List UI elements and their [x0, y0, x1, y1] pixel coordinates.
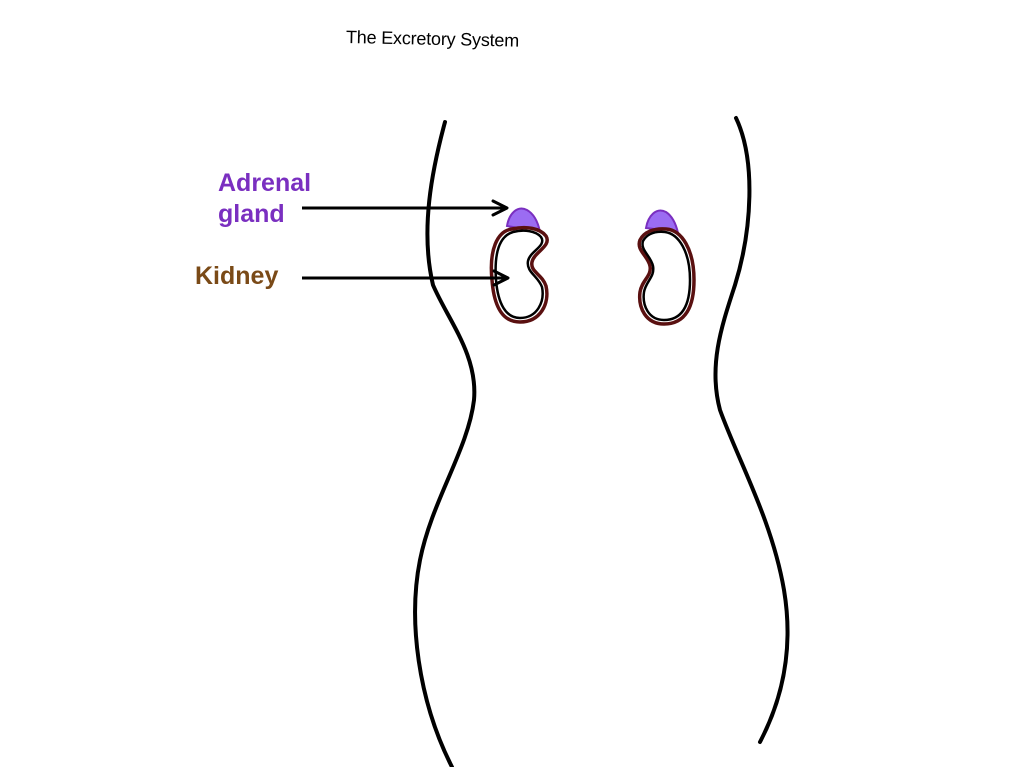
adrenal-label-line1: Adrenal	[218, 169, 312, 197]
adrenal-label-line2: gland	[218, 200, 285, 228]
arrow-to-kidney	[302, 269, 510, 287]
torso-right-outline	[713, 116, 790, 744]
kidney-label: Kidney	[195, 262, 279, 290]
torso-left-outline	[413, 120, 477, 767]
adrenal-gland-label: Adrenal gland	[218, 168, 311, 230]
kidney-right	[637, 227, 696, 326]
diagram-title: The Excretory System	[345, 27, 520, 51]
kidney-right-outline-inner	[641, 230, 692, 322]
arrow-to-adrenal-gland	[302, 199, 509, 217]
kidney-left-outline-inner	[494, 229, 544, 320]
